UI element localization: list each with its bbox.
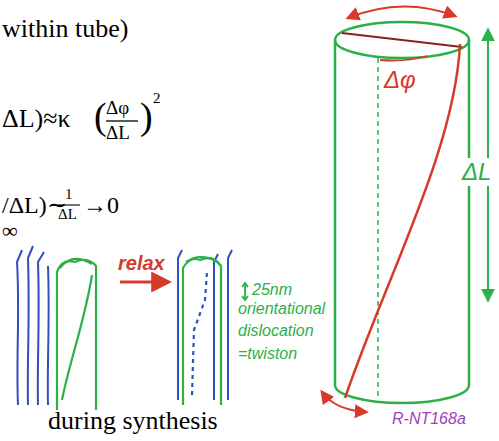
tube-side [468, 40, 471, 385]
slide-id: R-NT168a [392, 410, 466, 428]
twist-arrow [322, 392, 366, 412]
tube-line [228, 250, 232, 400]
tube-line [178, 250, 182, 400]
twisted-tube [57, 259, 96, 410]
denominator: ΔL [58, 206, 77, 223]
parenthesis: ) [140, 95, 153, 139]
tube-cylinder [335, 22, 469, 403]
tube-bottom [335, 385, 469, 403]
nanotube-bundle [178, 250, 232, 400]
tube-outline [183, 258, 221, 405]
equation-text: ∞ [2, 218, 18, 243]
equation-text: /ΔL)∼ [2, 192, 67, 220]
diameter [342, 33, 462, 47]
angle-label: Δφ [384, 66, 416, 94]
tube-line [47, 266, 50, 405]
twist-line [62, 275, 92, 400]
note-text: =twiston [238, 345, 297, 363]
relaxed-tube [183, 257, 221, 405]
tube-line [214, 254, 218, 400]
exponent: 2 [153, 90, 161, 107]
nanotube-bundle [17, 246, 49, 405]
fraction-bar [106, 120, 138, 121]
equation-text: →0 [83, 192, 119, 220]
angle-arc [380, 56, 428, 61]
twist-arrow [348, 6, 455, 18]
note-text: dislocation [238, 322, 314, 340]
tube-outline [57, 260, 96, 410]
parenthesis: ( [94, 95, 107, 139]
length-label: ΔL [462, 158, 491, 186]
denominator: ΔL [106, 122, 130, 144]
note-text: orientational [238, 300, 325, 318]
size-label: 25nm [252, 281, 292, 299]
straight-line [377, 58, 379, 400]
tube-line [28, 246, 33, 405]
tube-side [334, 40, 337, 385]
tube-line [38, 252, 44, 405]
size-marker [242, 283, 248, 300]
relax-arrow [120, 281, 168, 284]
numerator: Δφ [106, 97, 129, 119]
tube-top [186, 257, 218, 262]
twisted-line [345, 44, 460, 398]
dislocation-line [192, 272, 207, 395]
caption-text: during synthesis [48, 406, 218, 436]
tube-top [335, 22, 469, 58]
numerator: 1 [65, 186, 73, 203]
equation-text: within tube) [2, 14, 128, 44]
tube-line [17, 250, 22, 405]
equation-text: ΔL)≈κ [2, 104, 71, 134]
relax-label: relax [118, 252, 165, 275]
tube-top [60, 259, 92, 268]
